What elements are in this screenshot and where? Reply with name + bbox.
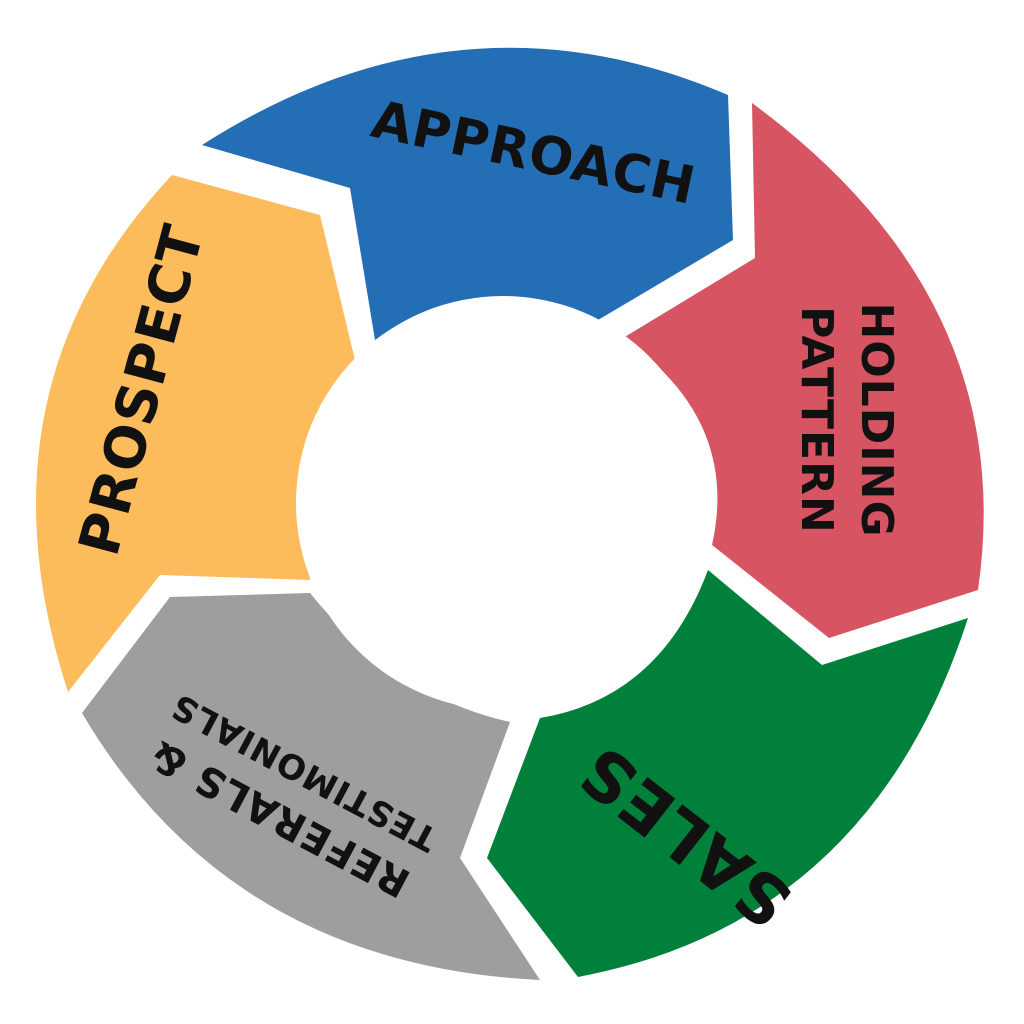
segment-shapes: [35, 47, 984, 980]
holding-pattern-label: HOLDING PATTERN: [791, 302, 902, 537]
holding-pattern-segment: [623, 103, 984, 638]
referrals-testimonials-segment: [82, 593, 540, 980]
holding-pattern-label-line1: HOLDING: [851, 302, 902, 537]
sales-segment: [487, 570, 968, 977]
center-hub: [296, 296, 710, 710]
approach-segment: [202, 47, 733, 340]
prospect-segment: [35, 175, 355, 692]
holding-pattern-label-line2: PATTERN: [791, 306, 842, 534]
